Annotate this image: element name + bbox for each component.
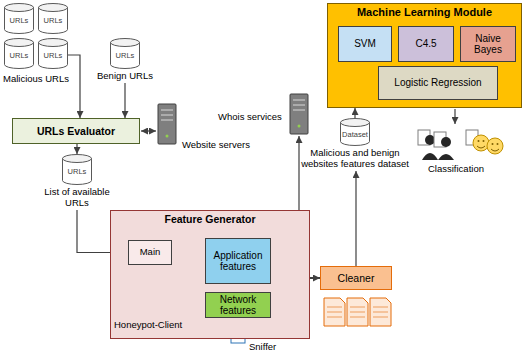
connector-arrow xyxy=(76,144,77,154)
url-database: URLs xyxy=(38,38,68,72)
url-database: URLs xyxy=(4,38,34,72)
node-text: C4.5 xyxy=(415,38,436,50)
connector-arrow xyxy=(124,83,125,118)
node-text: URLs xyxy=(4,3,34,34)
group-label: Malicious URLs xyxy=(3,74,69,85)
url-database: URLsList of available URLs xyxy=(37,154,117,210)
connector-arrow xyxy=(354,108,355,118)
process-box: Main xyxy=(128,240,172,265)
node-text: URLs xyxy=(38,38,68,69)
connector-arrow xyxy=(68,55,80,118)
classification-icons xyxy=(418,130,503,160)
whois-server-icon xyxy=(290,94,308,134)
node-caption: List of available URLs xyxy=(37,187,117,209)
process-box: URLs Evaluator xyxy=(12,118,140,144)
url-database: URLs xyxy=(38,3,68,37)
dataset-database: DatasetMalicious and benign websites fea… xyxy=(300,118,410,171)
server-link xyxy=(141,130,156,131)
connector-arrow xyxy=(310,277,320,279)
node-caption: Malicious and benign websites features d… xyxy=(300,148,410,170)
node-caption: Benign URLs xyxy=(93,71,157,82)
classification-arrow xyxy=(454,109,455,124)
node-text: Machine Learning Module xyxy=(328,4,521,19)
node-text: Application features xyxy=(209,250,267,273)
node-text: URLs xyxy=(37,154,117,185)
connector-arrow xyxy=(355,171,356,266)
node-text: Feature Generator xyxy=(111,211,309,225)
node-text: URLs xyxy=(4,38,34,69)
icon-label: Classification xyxy=(428,164,484,175)
node-text: Logistic Regression xyxy=(394,77,481,89)
algorithm-box: Naive Bayes xyxy=(460,26,516,62)
url-database: URLs xyxy=(4,3,34,37)
feature-box: Application features xyxy=(205,238,271,284)
node-text: Main xyxy=(140,247,161,258)
feature-box: Network features xyxy=(205,292,271,318)
icon-label: Sniffer xyxy=(249,342,276,353)
algorithm-box: Logistic Regression xyxy=(378,66,498,100)
algorithm-box: C4.5 xyxy=(398,26,454,62)
algorithm-box: SVM xyxy=(338,26,392,62)
node-text: Dataset xyxy=(300,118,410,146)
node-text: Naive Bayes xyxy=(464,33,512,56)
icon-label: Website servers xyxy=(182,140,250,151)
url-database: URLsBenign URLs xyxy=(93,38,157,83)
document-icons xyxy=(324,298,391,326)
node-text: Cleaner xyxy=(338,272,375,284)
website-server-icon xyxy=(158,104,176,144)
module-panel: Machine Learning ModuleSVM C4.5 Naive Baye… xyxy=(327,3,522,108)
node-text: SVM xyxy=(354,38,376,50)
process-box: Cleaner xyxy=(320,266,392,290)
node-text: URLs Evaluator xyxy=(37,125,115,137)
icon-label: Whois services xyxy=(218,112,282,123)
node-text: Network features xyxy=(209,294,267,317)
node-text: URLs xyxy=(93,38,157,69)
node-text: URLs xyxy=(38,3,68,34)
icon-label: Honeypot-Client xyxy=(114,320,182,331)
